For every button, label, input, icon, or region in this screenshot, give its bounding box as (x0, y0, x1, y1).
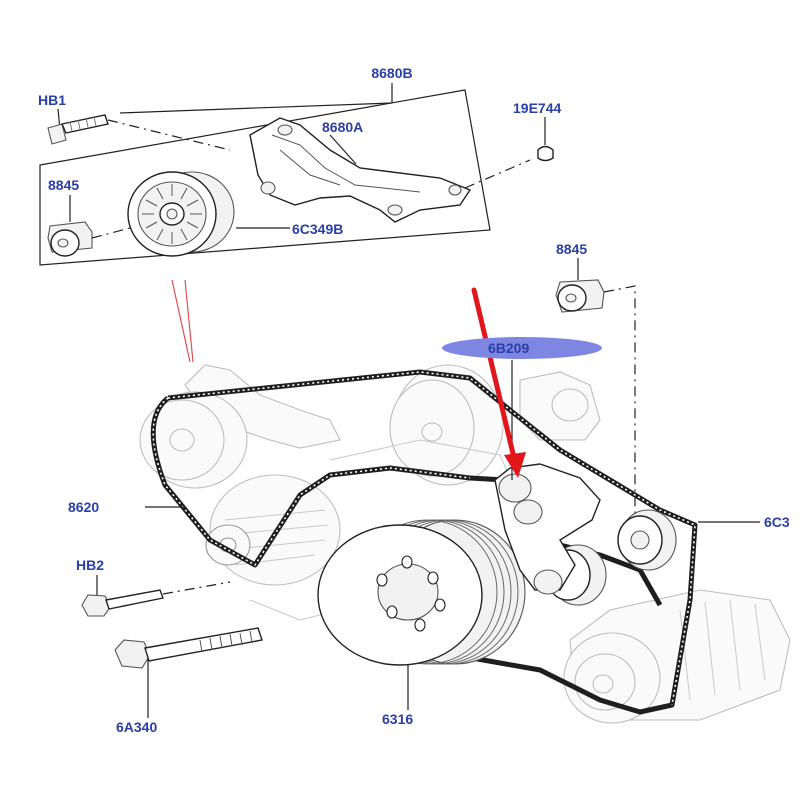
bolt-hb1 (47, 108, 231, 151)
label-6c349b: 6C349B (292, 221, 343, 237)
bracket-8680a (249, 117, 531, 223)
label-8620: 8620 (68, 499, 99, 515)
label-6c3: 6C3 (764, 514, 790, 530)
idler-pulley-right (617, 509, 760, 571)
label-hb1: HB1 (38, 92, 66, 108)
red-guide-lines (171, 279, 194, 363)
label-hb2: HB2 (76, 557, 104, 573)
label-6a340: 6A340 (116, 719, 157, 735)
label-6b209: 6B209 (488, 340, 529, 356)
idler-pulley-6c349b (127, 171, 290, 257)
label-19e744: 19E744 (513, 100, 561, 116)
label-8680b: 8680B (371, 65, 412, 81)
highlight-ellipse (442, 337, 602, 359)
crank-pulley-6316 (317, 519, 526, 710)
label-8680a: 8680A (322, 119, 363, 135)
label-8845-right: 8845 (556, 241, 587, 257)
label-8845-top: 8845 (48, 177, 79, 193)
clip-19e744 (537, 117, 554, 162)
bolt-hb2 (81, 575, 231, 617)
cap-8845-right (555, 258, 636, 520)
exploded-view-box (39, 83, 491, 266)
cap-8845-top (47, 195, 131, 257)
red-arrow (471, 287, 526, 478)
label-6316: 6316 (382, 711, 413, 727)
bolt-6a340 (114, 627, 263, 718)
